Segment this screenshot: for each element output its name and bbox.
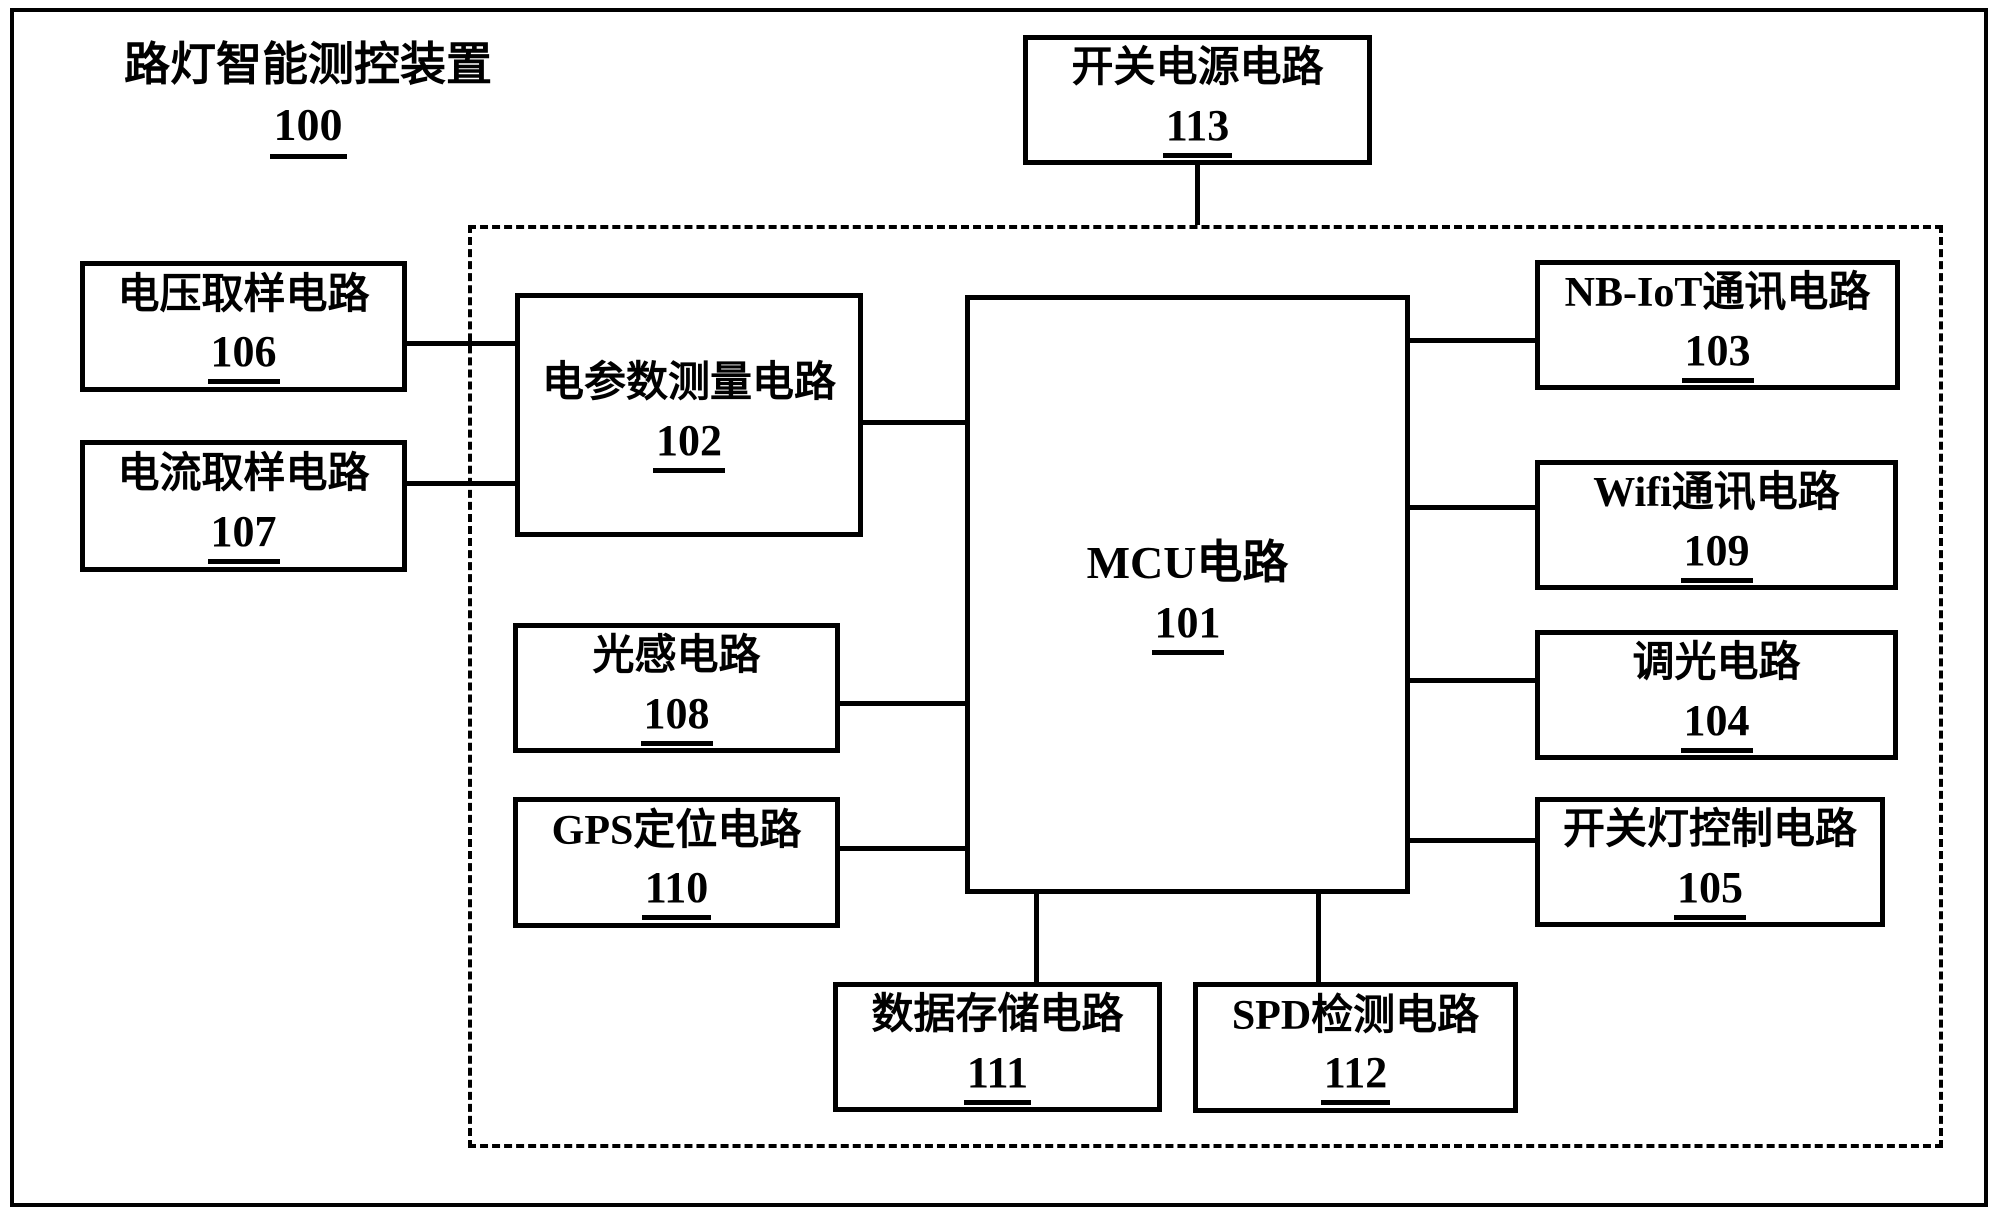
connector-113-to-boundary: [1195, 165, 1200, 225]
block-label: Wifi通讯电路: [1593, 470, 1840, 517]
block-mcu-circuit: MCU电路 101: [965, 295, 1410, 894]
block-number: 103: [1681, 326, 1754, 383]
figure-title-number: 100: [269, 96, 347, 159]
block-number: 102: [653, 416, 725, 473]
block-number: 110: [641, 863, 712, 921]
block-light-sensing-circuit: 光感电路 108: [513, 623, 840, 753]
block-spd-detection-circuit: SPD检测电路 112: [1193, 982, 1518, 1113]
block-number: 107: [207, 507, 280, 564]
block-nbiot-communication-circuit: NB-IoT通讯电路 103: [1535, 260, 1900, 390]
connector-110-to-101: [840, 846, 965, 851]
connector-102-to-101: [863, 420, 965, 425]
block-data-storage-circuit: 数据存储电路 111: [833, 982, 1162, 1112]
block-dimming-circuit: 调光电路 104: [1535, 630, 1898, 760]
block-label: NB-IoT通讯电路: [1564, 270, 1871, 317]
block-gps-positioning-circuit: GPS定位电路 110: [513, 797, 840, 928]
connector-101-to-112: [1316, 894, 1321, 982]
device-boundary-dashed-box: [468, 225, 1943, 1148]
block-label: MCU电路: [1086, 537, 1289, 589]
connector-101-to-105: [1410, 838, 1535, 843]
block-label: 开关灯控制电路: [1562, 807, 1857, 854]
figure-title-label: 路灯智能测控装置: [124, 39, 492, 90]
figure-title: 路灯智能测控装置 100: [88, 36, 528, 159]
block-number: 111: [963, 1048, 1032, 1105]
connector-101-to-103: [1410, 338, 1535, 343]
connector-101-to-109: [1410, 505, 1535, 510]
block-number: 108: [640, 689, 713, 746]
figure-outer-border: [10, 8, 1988, 1207]
connector-101-to-104: [1410, 678, 1535, 683]
block-label: SPD检测电路: [1231, 992, 1480, 1039]
block-label: 电压取样电路: [117, 271, 370, 318]
block-switch-power-circuit: 开关电源电路 113: [1023, 35, 1372, 165]
block-number: 104: [1680, 696, 1753, 753]
block-number: 101: [1151, 598, 1224, 655]
block-lamp-switch-control-circuit: 开关灯控制电路 105: [1535, 797, 1885, 927]
block-voltage-sampling-circuit: 电压取样电路 106: [80, 261, 407, 392]
block-wifi-communication-circuit: Wifi通讯电路 109: [1535, 460, 1898, 590]
connector-106-to-102: [407, 341, 515, 346]
block-electric-parameter-measurement-circuit: 电参数测量电路 102: [515, 293, 863, 537]
block-label: GPS定位电路: [551, 807, 802, 854]
connector-101-to-111: [1034, 894, 1039, 982]
block-current-sampling-circuit: 电流取样电路 107: [80, 440, 407, 572]
block-number: 113: [1162, 101, 1233, 158]
block-label: 开关电源电路: [1071, 45, 1324, 92]
connector-107-to-102: [407, 481, 515, 486]
block-number: 109: [1680, 526, 1753, 583]
block-label: 调光电路: [1632, 640, 1801, 687]
block-label: 光感电路: [592, 633, 761, 680]
block-number: 105: [1674, 863, 1746, 920]
connector-108-to-101: [840, 701, 965, 706]
block-label: 电流取样电路: [117, 451, 370, 498]
block-number: 112: [1320, 1048, 1391, 1106]
block-label: 数据存储电路: [871, 992, 1124, 1039]
block-label: 电参数测量电路: [541, 360, 836, 407]
block-number: 106: [207, 327, 280, 385]
